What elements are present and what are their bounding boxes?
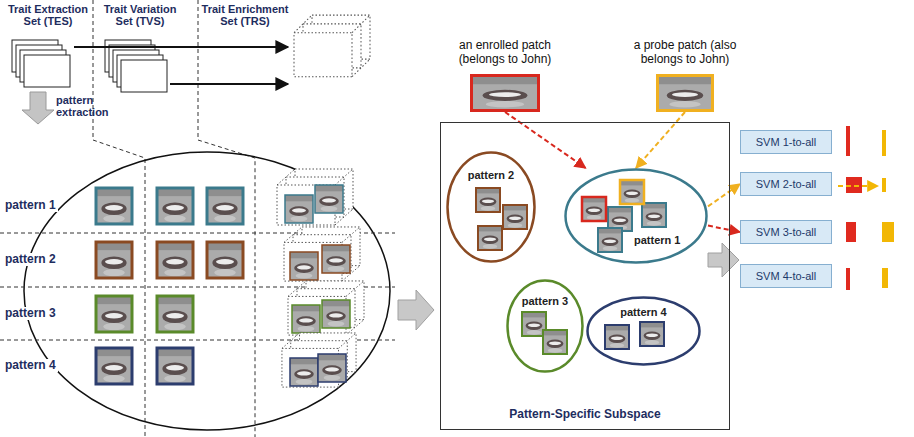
set-heading: Trait Enrichment Set (TRS) [200,3,290,27]
pattern-cluster: pattern 4 [586,296,701,366]
svm-box: SVM 1-to-all [740,130,832,154]
svm-label: SVM 3-to-all [749,221,823,243]
patch-caption: a probe patch (also belongs to John) [620,38,750,66]
svm-label: SVM 1-to-all [749,131,823,153]
patch-caption: an enrolled patch (belongs to John) [450,38,560,66]
dashed-connector [505,112,586,168]
row-label: pattern 4 [3,359,58,372]
dashed-connector [708,184,740,206]
pattern-cluster: pattern 1 [564,168,708,264]
row-label: pattern 3 [3,307,58,320]
cluster-label: pattern 4 [586,306,701,319]
cluster-ellipse [506,279,584,373]
dashed-connector [636,112,685,168]
face-picture [659,77,711,109]
cluster-ellipse [446,151,536,263]
row-label: pattern 1 [3,199,58,212]
step-label: pattern extraction [56,94,118,118]
face-patch [470,74,540,112]
cluster-ellipse [566,170,707,263]
face-picture [473,77,537,109]
set-heading: Trait Variation Set (TVS) [98,3,182,27]
cluster-ellipse [448,153,535,262]
svm-label: SVM 2-to-all [749,173,823,195]
cluster-ellipse [508,281,583,372]
set-heading: Trait Extraction Set (TES) [5,3,91,27]
svm-label: SVM 4-to-all [749,265,823,287]
enrolled-patch: an enrolled patch (belongs to John) [450,38,560,112]
face-patch [656,74,714,112]
svm-box: SVM 4-to-all [740,264,832,288]
subspace-box: Pattern-Specific Subspace pattern 2 patter… [440,122,730,430]
cluster-label: pattern 2 [446,169,536,182]
box-caption: Pattern-Specific Subspace [441,407,729,421]
face-picture [473,77,537,109]
pattern-cluster: pattern 3 [506,279,584,373]
row-label: pattern 2 [3,253,58,266]
cluster-label: pattern 1 [634,234,680,247]
svm-box: SVM 3-to-all [740,220,832,244]
svm-box: SVM 2-to-all [740,172,832,196]
cluster-label: pattern 3 [506,295,584,308]
probe-patch: a probe patch (also belongs to John) [620,38,750,112]
cluster-ellipse [564,168,708,264]
face-picture [659,77,711,109]
pattern-cluster: pattern 2 [446,151,536,263]
dashed-connector [708,226,740,232]
